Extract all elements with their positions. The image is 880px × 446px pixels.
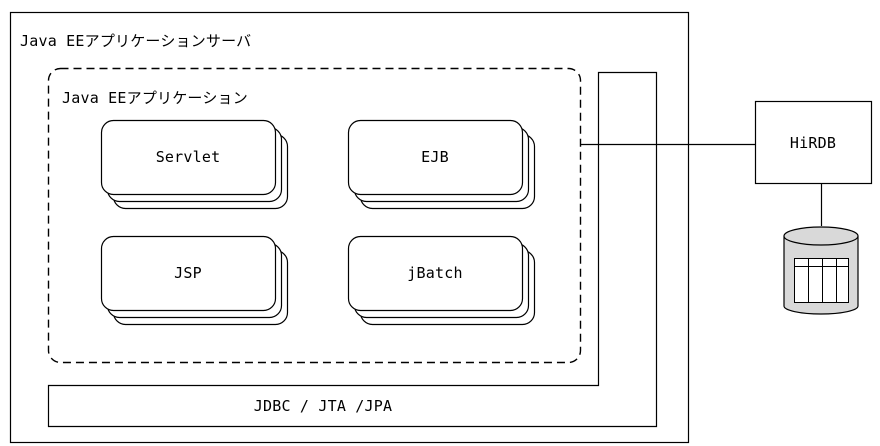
hirdb-box	[754, 100, 873, 185]
ejb-stack	[347, 119, 536, 210]
jsp-stack	[100, 235, 289, 326]
server-title: Java EEアプリケーションサーバ	[20, 32, 252, 50]
ejb-label: EJB	[421, 148, 449, 166]
application-title: Java EEアプリケーション	[62, 89, 248, 107]
hirdb-label: HiRDB	[789, 134, 837, 152]
connector-shape	[47, 71, 658, 428]
database-cylinder-icon	[783, 226, 859, 315]
connector-label: JDBC / JTA /JPA	[253, 397, 393, 415]
app-server-box	[9, 11, 690, 444]
jbatch-stack	[347, 235, 536, 326]
jbatch-label: jBatch	[407, 264, 463, 282]
app-container	[47, 67, 582, 364]
servlet-stack	[100, 119, 289, 210]
servlet-label: Servlet	[155, 148, 221, 166]
jsp-label: JSP	[174, 264, 202, 282]
